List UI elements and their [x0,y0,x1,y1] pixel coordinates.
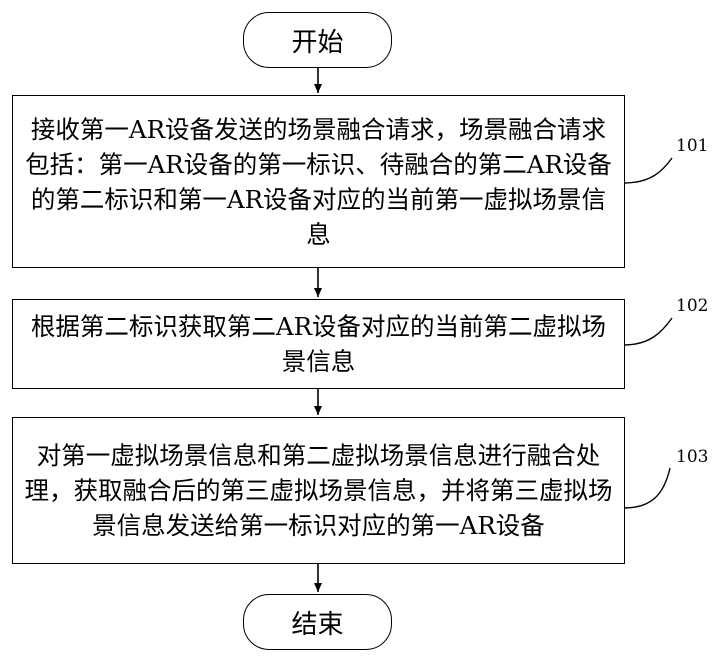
end-terminal: 结束 [243,594,392,650]
process-step-101: 接收第一AR设备发送的场景融合请求，场景融合请求包括：第一AR设备的第一标识、待… [12,95,625,268]
process-step-102: 根据第二标识获取第二AR设备对应的当前第二虚拟场景信息 [12,299,625,389]
start-terminal: 开始 [243,12,392,68]
step-label-103: 103 [676,447,708,467]
step-102-text: 根据第二标识获取第二AR设备对应的当前第二虚拟场景信息 [19,309,618,379]
start-label: 开始 [291,22,343,59]
leader-line-102 [624,318,672,345]
step-label-102: 102 [676,296,708,316]
end-label: 结束 [291,604,343,641]
process-step-103: 对第一虚拟场景信息和第二虚拟场景信息进行融合处理，获取融合后的第三虚拟场景信息，… [12,417,625,564]
step-103-text: 对第一虚拟场景信息和第二虚拟场景信息进行融合处理，获取融合后的第三虚拟场景信息，… [19,438,618,543]
leader-line-103 [624,468,670,508]
step-label-101: 101 [676,136,708,156]
leader-line-101 [624,158,672,183]
step-101-text: 接收第一AR设备发送的场景融合请求，场景融合请求包括：第一AR设备的第一标识、待… [19,112,618,252]
